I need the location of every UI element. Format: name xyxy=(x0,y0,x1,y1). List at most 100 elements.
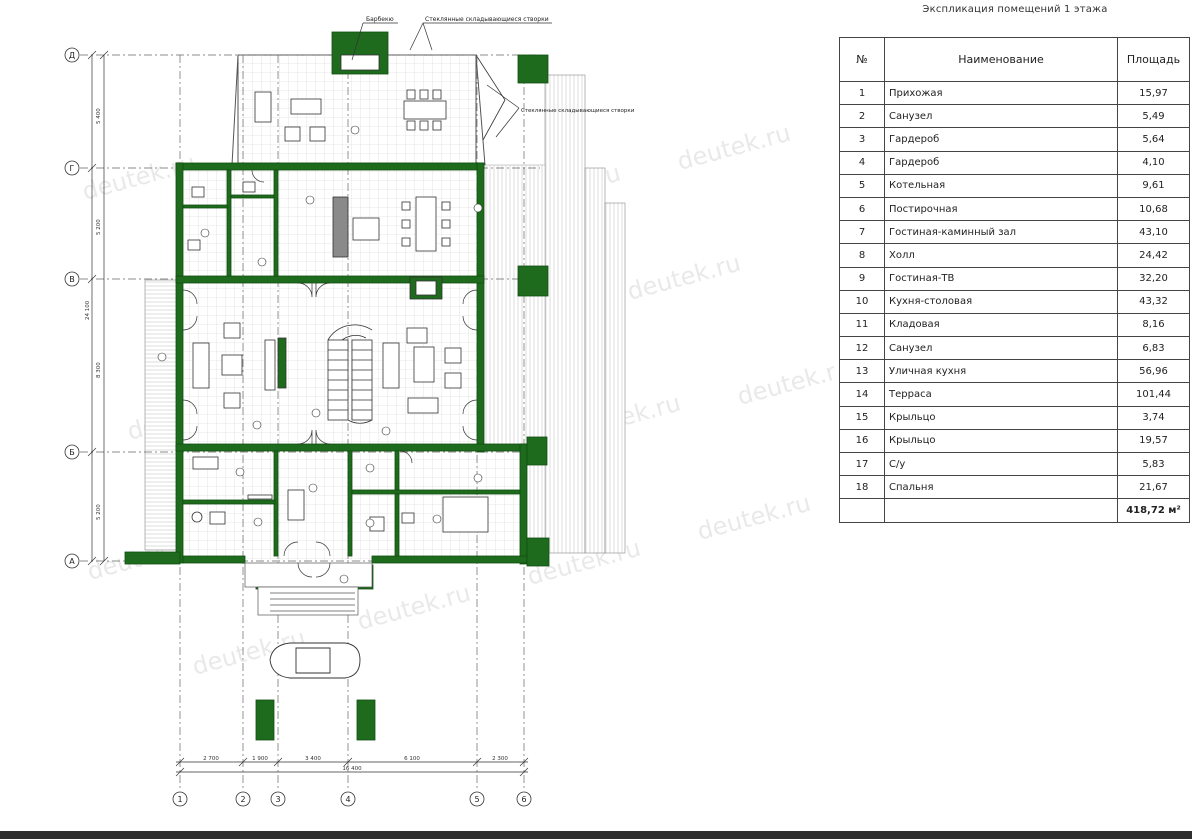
header-area: Площадь xyxy=(1117,37,1190,82)
room-name: Санузел xyxy=(884,104,1118,129)
axis-label: А xyxy=(69,557,75,566)
room-name: С/у xyxy=(884,451,1118,477)
room-name: Кладовая xyxy=(884,312,1118,338)
room-number: 14 xyxy=(839,382,885,407)
table-header-row: № Наименование Площадь xyxy=(839,37,1190,82)
room-name: Уличная кухня xyxy=(884,359,1118,384)
axis-label: В xyxy=(69,275,75,284)
staircase xyxy=(327,324,373,424)
room-area: 9,61 xyxy=(1117,173,1190,198)
watermark-text: deutek.ru xyxy=(734,354,835,411)
room-number: 3 xyxy=(839,127,885,152)
table-title: Экспликация помещений 1 этажа xyxy=(922,4,1108,15)
room-name: Прихожая xyxy=(884,80,1118,106)
room-number: 17 xyxy=(839,451,885,477)
room-area: 19,57 xyxy=(1117,428,1190,454)
room-area: 43,10 xyxy=(1117,220,1190,245)
dim-horizontal: 1 900 xyxy=(252,756,268,762)
watermark-text: deutek.ru xyxy=(674,119,793,176)
room-name: Холл xyxy=(884,243,1118,268)
axis-letter-bubbles xyxy=(64,47,80,569)
entry-steps xyxy=(244,562,373,616)
dim-horizontal: 2 700 xyxy=(203,756,219,762)
room-area: 5,83 xyxy=(1117,451,1190,477)
bottom-bar xyxy=(0,831,1192,839)
room-area: 3,74 xyxy=(1117,405,1190,430)
dim-horizontal: 6 100 xyxy=(404,756,420,762)
room-number: 7 xyxy=(839,220,885,245)
dim-vertical: 5 200 xyxy=(96,504,102,520)
room-name: Гостиная-каминный зал xyxy=(884,220,1118,245)
room-area: 6,83 xyxy=(1117,336,1190,361)
room-name: Санузел xyxy=(884,336,1118,361)
axis-label: 2 xyxy=(240,795,245,804)
room-number: 1 xyxy=(839,80,885,106)
room-area: 56,96 xyxy=(1117,359,1190,384)
room-number: 2 xyxy=(839,104,885,129)
room-number: 5 xyxy=(839,173,885,198)
room-name: Крыльцо xyxy=(884,405,1118,430)
total-area: 418,72 м² xyxy=(1117,498,1190,523)
room-number: 6 xyxy=(839,196,885,222)
room-name: Котельная xyxy=(884,173,1118,198)
room-area: 5,64 xyxy=(1117,127,1190,152)
room-number: 8 xyxy=(839,243,885,268)
room-name: Терраса xyxy=(884,382,1118,407)
barbecue-label: Барбекю xyxy=(366,16,394,23)
room-number: 16 xyxy=(839,428,885,454)
room-area: 15,97 xyxy=(1117,80,1190,106)
room-area: 10,68 xyxy=(1117,196,1190,222)
dim-vertical: 8 300 xyxy=(96,362,102,378)
room-markers xyxy=(157,125,483,584)
total-empty xyxy=(839,498,885,523)
glass-doors-top-label: Стеклянные складывающиеся створки xyxy=(425,16,549,23)
axis-number-bubbles xyxy=(172,791,532,807)
axis-label: 1 xyxy=(177,795,182,804)
room-area: 32,20 xyxy=(1117,266,1190,291)
room-number: 10 xyxy=(839,289,885,314)
header-number: № xyxy=(839,37,885,82)
floor-plan: deutek.ru deutek.ru deutek.ru deutek.ru … xyxy=(64,16,835,807)
axis-label: 5 xyxy=(474,795,479,804)
axis-label: Б xyxy=(69,448,75,457)
axis-label: 4 xyxy=(345,795,350,804)
room-name: Постирочная xyxy=(884,196,1118,222)
room-name: Спальня xyxy=(884,475,1118,500)
axis-label: Г xyxy=(70,164,75,173)
dim-horizontal: 3 400 xyxy=(305,756,321,762)
room-area: 21,67 xyxy=(1117,475,1190,500)
room-number: 12 xyxy=(839,336,885,361)
glass-doors-side-label: Стеклянные складывающиеся створки xyxy=(521,108,635,114)
room-number: 4 xyxy=(839,150,885,175)
axis-label: 3 xyxy=(275,795,280,804)
room-name: Гостиная-ТВ xyxy=(884,266,1118,291)
side-steps xyxy=(482,74,626,554)
room-name: Гардероб xyxy=(884,150,1118,175)
watermark-text: deutek.ru xyxy=(694,489,813,546)
annotation-leaders xyxy=(351,22,552,138)
room-name: Кухня-столовая xyxy=(884,289,1118,314)
room-area: 5,49 xyxy=(1117,104,1190,129)
watermark-text: deutek.ru xyxy=(624,249,743,306)
room-number: 15 xyxy=(839,405,885,430)
header-name: Наименование xyxy=(884,37,1118,82)
table-total-row: 418,72 м² xyxy=(839,498,1190,523)
vertical-dimensions xyxy=(87,50,109,566)
